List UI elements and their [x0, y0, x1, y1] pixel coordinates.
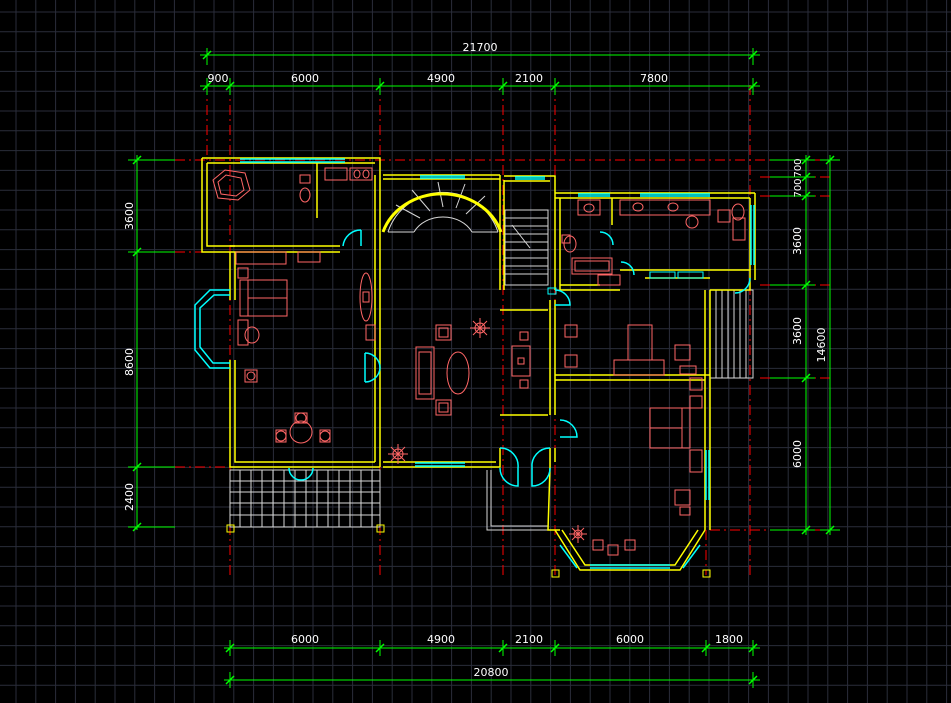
dim-right-1: 700: [793, 158, 804, 177]
dim-top-1: 900: [208, 72, 229, 85]
dim-left-1: 3600: [123, 202, 136, 230]
dim-left-3: 2400: [123, 483, 136, 511]
dim-right-5: 6000: [791, 440, 804, 468]
dimension-labels: 21700 900 6000 4900 2100 7800 6000 4900 …: [123, 41, 828, 679]
dim-top-2: 6000: [291, 72, 319, 85]
sofa-icon: [415, 346, 435, 400]
dim-top-4: 2100: [515, 72, 543, 85]
toilet-icon: [299, 174, 311, 203]
walls: [201, 157, 756, 571]
curved-stair-rail: [381, 192, 503, 233]
dim-bottom-total: 20800: [474, 666, 509, 679]
dim-left-2: 8600: [123, 348, 136, 376]
columns: [226, 524, 711, 578]
dim-bottom-4: 6000: [616, 633, 644, 646]
dim-bottom-1: 6000: [291, 633, 319, 646]
balcony-lattice: [229, 469, 548, 531]
dim-top-total: 21700: [463, 41, 498, 54]
bathtub-icon: [212, 169, 251, 201]
dim-top-3: 4900: [427, 72, 455, 85]
windows: [194, 158, 755, 569]
dim-bottom-2: 4900: [427, 633, 455, 646]
window-glazing: [547, 271, 704, 295]
furniture: [212, 167, 746, 556]
bed-icon: [239, 279, 288, 317]
dim-right-3: 3600: [791, 227, 804, 255]
dim-bottom-3: 2100: [515, 633, 543, 646]
table-icon: [446, 351, 470, 395]
dim-right-2: 700: [793, 178, 804, 197]
dim-right-4: 3600: [791, 317, 804, 345]
dim-top-5: 7800: [640, 72, 668, 85]
dim-right-total: 14600: [815, 328, 828, 363]
dim-bottom-5: 1800: [715, 633, 743, 646]
dimension-lines: [128, 48, 840, 688]
sink-icon: [349, 167, 373, 181]
plant-icon: [388, 318, 587, 543]
chair-icon: [435, 324, 452, 341]
dimension-ticks: [132, 50, 835, 685]
